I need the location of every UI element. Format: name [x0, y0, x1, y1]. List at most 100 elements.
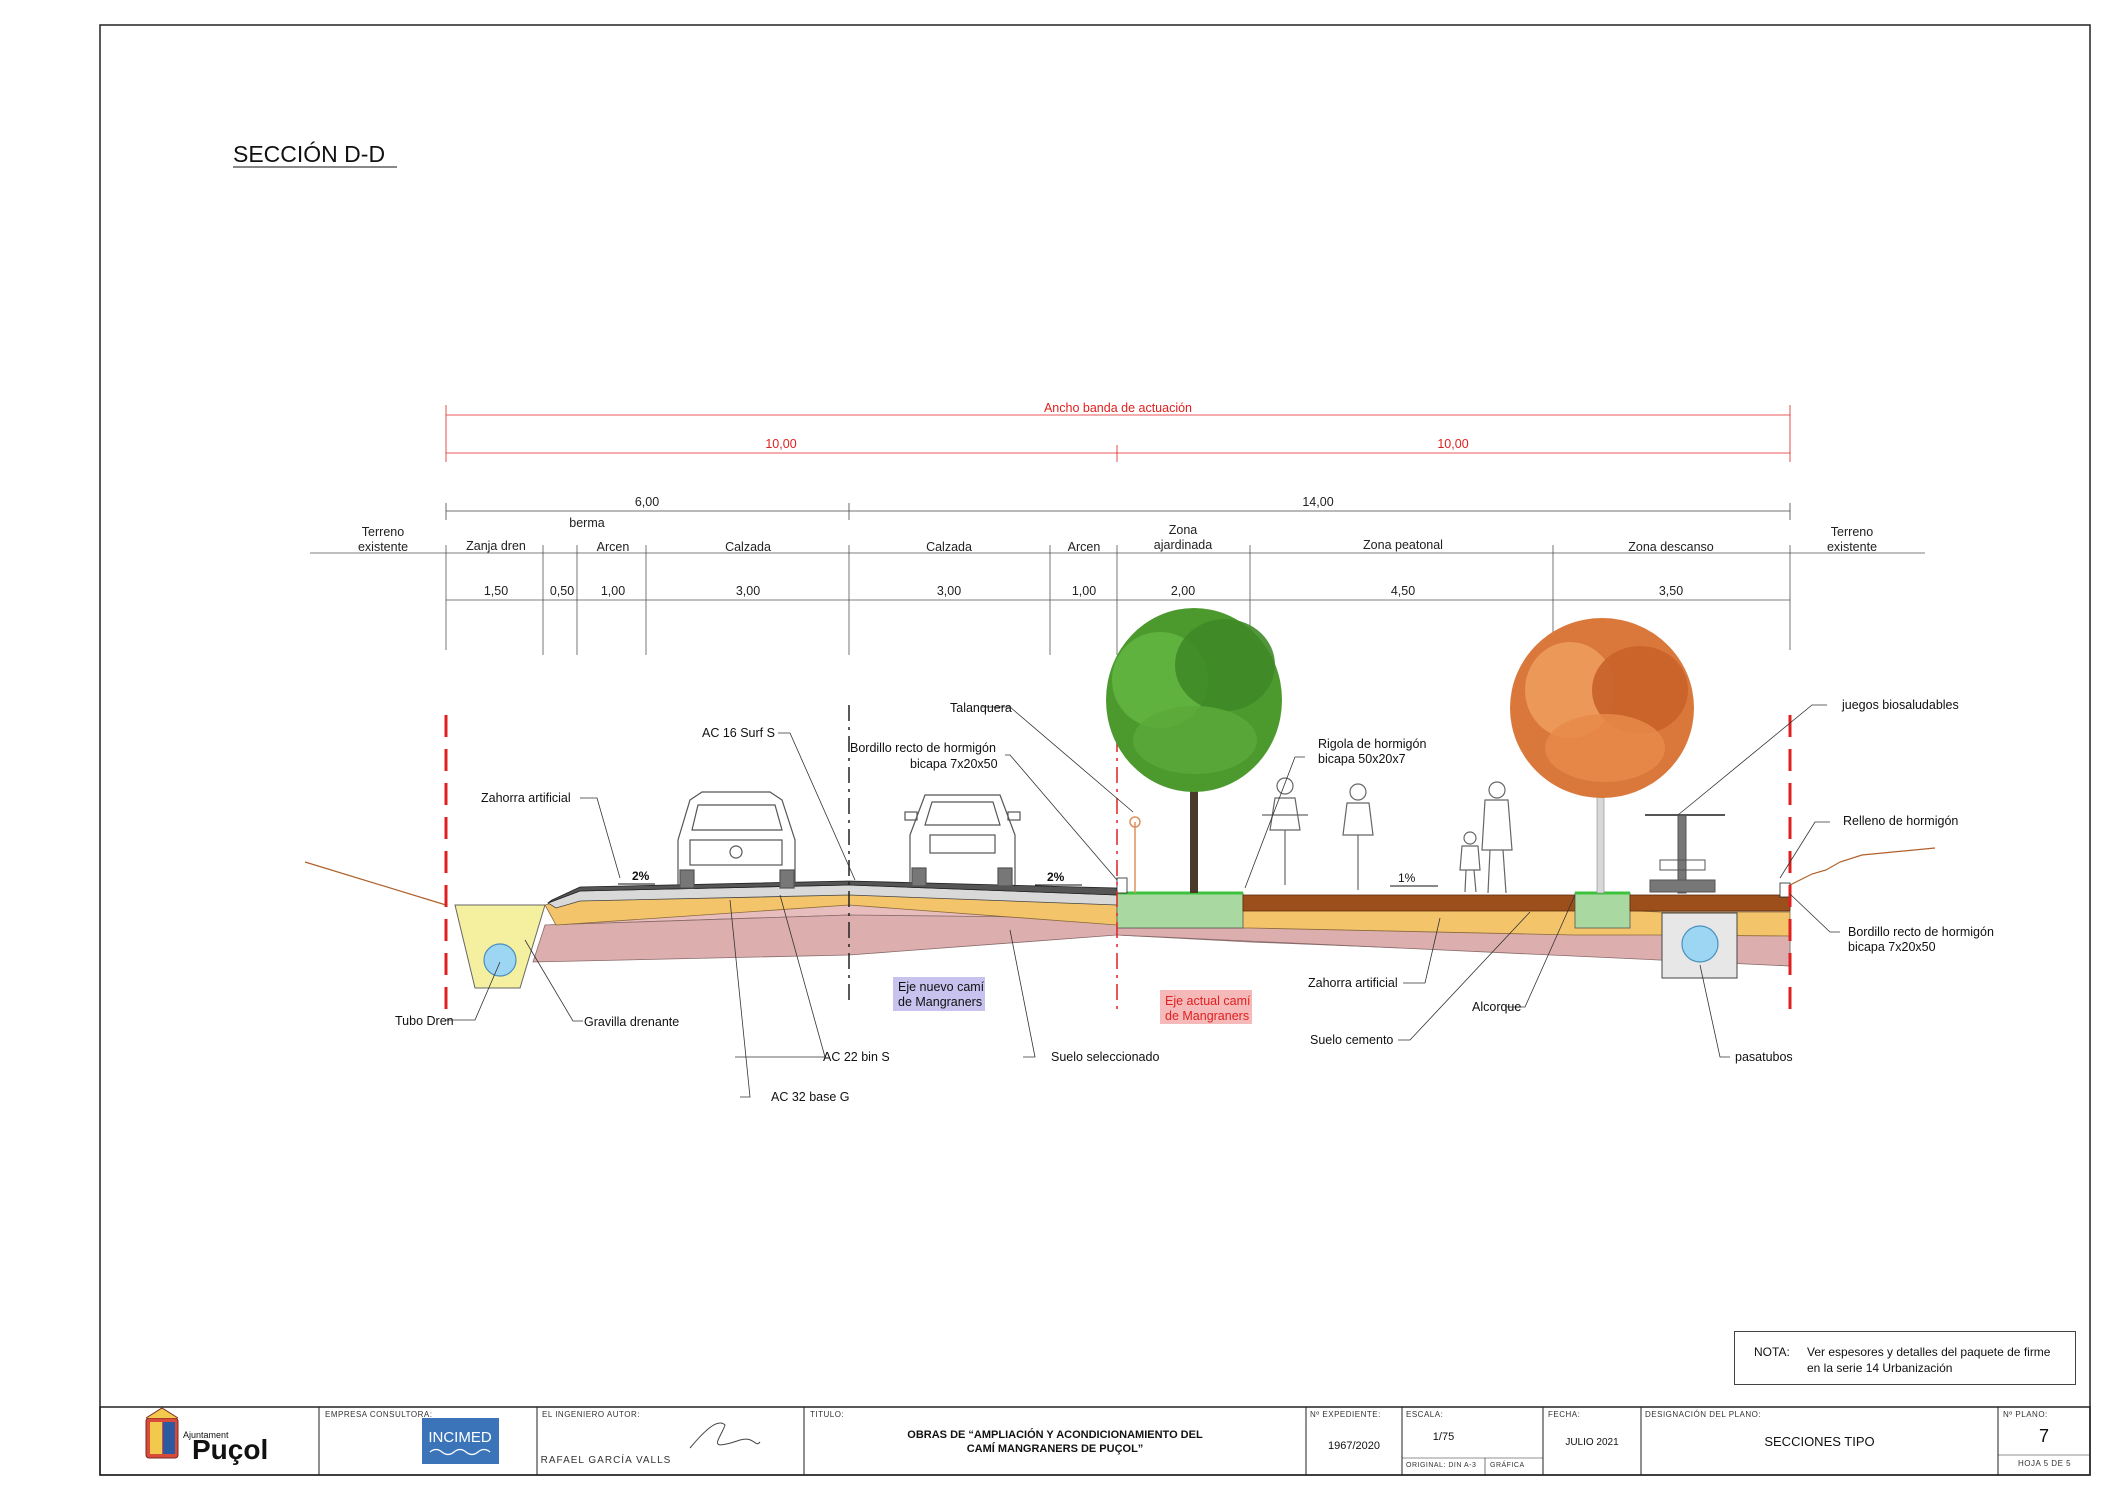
expediente-value: 1967/2020: [1328, 1440, 1380, 1452]
section-title: SECCIÓN D-D: [233, 141, 385, 167]
label-suelo-cemento: Suelo cemento: [1310, 1033, 1393, 1047]
zone-label-calzada-right: Calzada: [926, 540, 972, 554]
zona-descanso-paving: [1629, 894, 1791, 912]
annotations: Talanquera AC 16 Surf S Bordillo recto d…: [395, 698, 1994, 1104]
ingeniero-name: RAFAEL GARCÍA VALLS: [540, 1455, 672, 1466]
eje-nuevo-highlight: [893, 977, 985, 1011]
slope-peatonal: 1%: [1398, 871, 1416, 885]
logo-ajuntament-text: Ajuntament: [183, 1430, 229, 1440]
car-rear-icon: [904, 794, 1021, 887]
label-ac22: AC 22 bin S: [823, 1050, 890, 1064]
label-zahorra-left: Zahorra artificial: [481, 791, 571, 805]
ingeniero-label: EL INGENIERO AUTOR:: [542, 1410, 640, 1419]
zone-width-berma: 0,50: [550, 584, 574, 598]
incimed-logo: INCIMED: [422, 1418, 499, 1464]
label-rigola-2: bicapa 50x20x7: [1318, 752, 1406, 766]
plano-value: 7: [2038, 1426, 2049, 1446]
slope-right: 2%: [1047, 870, 1065, 884]
zone-label-zanja: Zanja dren: [466, 539, 526, 553]
eje-actual-highlight: [1160, 990, 1252, 1024]
note-box: NOTA: Ver espesores y detalles del paque…: [1734, 1331, 2076, 1385]
escala-grafica: GRÁFICA: [1490, 1462, 1525, 1469]
tubo-dren-pipe: [483, 943, 517, 977]
alcorque-fill: [1574, 892, 1631, 929]
label-bordillo-top-2: bicapa 7x20x50: [910, 757, 998, 771]
expediente-label: Nº EXPEDIENTE:: [1310, 1410, 1381, 1419]
zone-width-ajardinada: 2,00: [1171, 584, 1195, 598]
exercise-equipment-icon: [1645, 814, 1725, 894]
dim-half-left: 10,00: [765, 437, 796, 451]
logo-pucol-text: Puçol: [192, 1434, 269, 1465]
label-bordillo-right-1: Bordillo recto de hormigón: [1848, 925, 1994, 939]
zone-label-terreno-right-2: existente: [1827, 540, 1877, 554]
dim-half-right: 10,00: [1437, 437, 1468, 451]
fecha-label: FECHA:: [1548, 1410, 1581, 1419]
zone-width-descanso: 3,50: [1659, 584, 1683, 598]
designacion-label: DESIGNACIÓN DEL PLANO:: [1645, 1410, 1762, 1419]
label-eje-actual-2: de Mangraners: [1165, 1009, 1249, 1023]
child-icon: [1459, 831, 1481, 893]
zona-peatonal-paving: [1242, 894, 1576, 912]
zone-width-zanja: 1,50: [484, 584, 508, 598]
escala-original: ORIGINAL: DIN A-3: [1406, 1462, 1477, 1469]
zone-width-arcen-right: 1,00: [1072, 584, 1096, 598]
titulo-line-1: OBRAS DE “AMPLIACIÓN Y ACONDICIONAMIENTO…: [907, 1429, 1203, 1441]
plano-label: Nº PLANO:: [2003, 1410, 2048, 1419]
zone-width-peatonal: 4,50: [1391, 584, 1415, 598]
label-bordillo-right-2: bicapa 7x20x50: [1848, 940, 1936, 954]
label-eje-nuevo-1: Eje nuevo camí: [898, 980, 985, 994]
zone-width-calzada-right: 3,00: [937, 584, 961, 598]
label-eje-nuevo-2: de Mangraners: [898, 995, 982, 1009]
cross-section: [304, 705, 1936, 1020]
zone-label-arcen-right: Arcen: [1068, 540, 1101, 554]
zone-label-terreno-right-1: Terreno: [1831, 525, 1873, 539]
zone-label-peatonal: Zona peatonal: [1363, 538, 1443, 552]
titulo-label: TITULO:: [810, 1410, 845, 1419]
label-zahorra-right: Zahorra artificial: [1308, 976, 1398, 990]
terrain-right: [1789, 847, 1936, 886]
note-label: NOTA:: [1754, 1345, 1790, 1359]
zone-width-calzada-left: 3,00: [736, 584, 760, 598]
engineer-signature: [689, 1422, 761, 1449]
zone-label-arcen-left: Arcen: [597, 540, 630, 554]
label-gravilla: Gravilla drenante: [584, 1015, 679, 1029]
cyclist-icon: [1342, 783, 1374, 890]
zone-label-terreno-left-2: existente: [358, 540, 408, 554]
zone-label-descanso: Zona descanso: [1628, 540, 1714, 554]
label-rigola-1: Rigola de hormigón: [1318, 737, 1426, 751]
tree-orange-icon: [1510, 618, 1694, 894]
pasatubos-pipe: [1681, 925, 1719, 963]
zone-label-terreno-left-1: Terreno: [362, 525, 404, 539]
dimension-lines: Ancho banda de actuación 10,00 10,00 6,0…: [310, 401, 1925, 655]
label-bordillo-top-1: Bordillo recto de hormigón: [850, 741, 996, 755]
note-line-2: en la serie 14 Urbanización: [1807, 1361, 1953, 1375]
svg-text:INCIMED: INCIMED: [428, 1429, 492, 1446]
label-relleno: Relleno de hormigón: [1843, 814, 1958, 828]
hoja-value: HOJA 5 DE 5: [2018, 1459, 2072, 1468]
escala-value: 1/75: [1432, 1431, 1455, 1443]
talanquera-icon: [1129, 816, 1141, 893]
zona-ajardinada-fill: [1116, 892, 1244, 929]
designacion-value: SECCIONES TIPO: [1764, 1434, 1875, 1449]
label-tubo-dren: Tubo Dren: [395, 1014, 454, 1028]
zone-label-berma: berma: [569, 516, 604, 530]
slopes: 2% 2% 1%: [618, 869, 1438, 887]
dim-ancho-label: Ancho banda de actuación: [1044, 401, 1192, 415]
dim-group-left: 6,00: [635, 495, 659, 509]
label-juegos: juegos biosaludables: [1841, 698, 1959, 712]
note-line-1: Ver espesores y detalles del paquete de …: [1807, 1345, 2051, 1359]
titulo-line-2: CAMÍ MANGRANERS DE PUÇOL”: [966, 1443, 1144, 1455]
car-front-icon: [677, 791, 796, 889]
label-alcorque: Alcorque: [1472, 1000, 1521, 1014]
dim-group-right: 14,00: [1302, 495, 1333, 509]
cyclist-icon: [1262, 777, 1308, 885]
zone-label-ajardinada-2: ajardinada: [1154, 538, 1212, 552]
fecha-value: JULIO 2021: [1565, 1437, 1619, 1448]
tree-green-icon: [1106, 608, 1282, 893]
label-pasatubos: pasatubos: [1735, 1050, 1793, 1064]
escala-label: ESCALA:: [1406, 1410, 1444, 1419]
label-suelo-seleccionado: Suelo seleccionado: [1051, 1050, 1159, 1064]
title-block-frame: [99, 1406, 2091, 1476]
